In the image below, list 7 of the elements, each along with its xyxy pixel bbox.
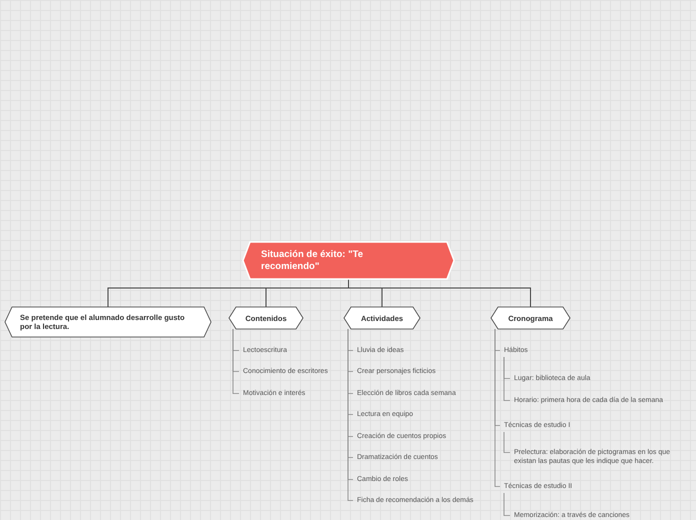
connector-line <box>504 356 510 401</box>
connector-line <box>504 432 510 453</box>
connector-line <box>232 328 240 394</box>
central-topic: Situación de éxito: "Te recomiendo" <box>243 242 454 279</box>
connector-line <box>348 278 531 308</box>
connector-line <box>494 328 500 487</box>
connector-line <box>504 492 510 516</box>
